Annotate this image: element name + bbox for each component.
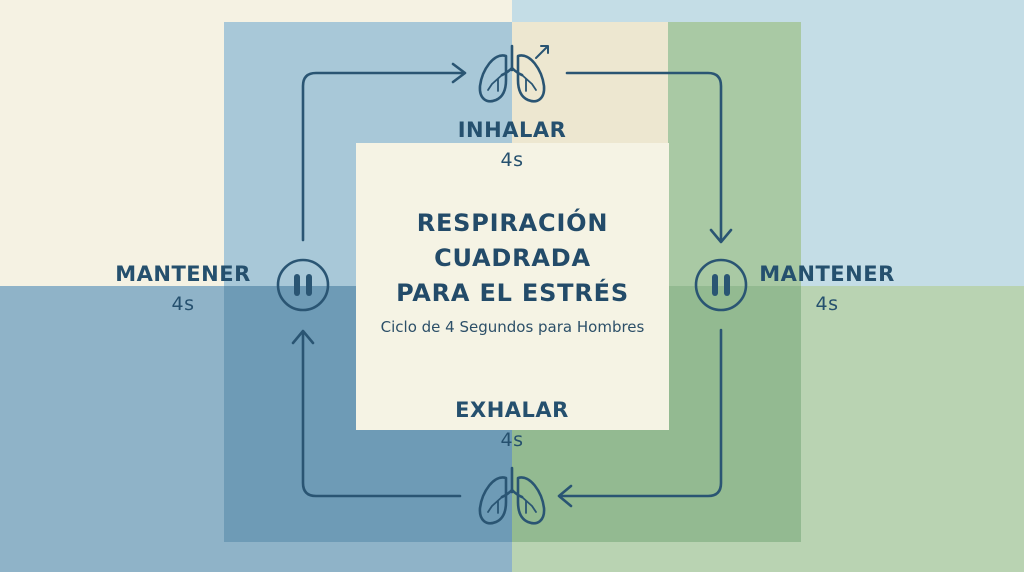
exhale-duration: 4s	[500, 429, 524, 451]
hold-right-duration: 4s	[815, 293, 839, 315]
arrow-to-hold-left	[301, 331, 462, 498]
lungs-icon-bottom	[478, 466, 546, 525]
pause-bar	[306, 274, 312, 296]
inhale-duration: 4s	[500, 149, 524, 171]
inhale-label: INHALAR	[457, 118, 567, 142]
pause-icon-right	[694, 258, 748, 312]
pause-bar	[724, 274, 730, 296]
pause-icon-left	[276, 258, 330, 312]
arrowhead-to-inhale	[451, 62, 467, 84]
title-line-3: PARA EL ESTRÉS	[396, 279, 629, 307]
hold-right-label: MANTENER	[759, 262, 895, 286]
center-card	[356, 143, 669, 430]
arrowhead-to-exhale	[557, 484, 573, 508]
arrow-to-inhale	[301, 71, 464, 242]
exhale-label: EXHALAR	[455, 398, 569, 422]
lungs-icon-top	[478, 44, 549, 103]
arrowhead-to-hold-right	[709, 228, 733, 244]
arrowhead-to-hold-left	[291, 329, 315, 345]
frame-panel-top-right	[668, 22, 801, 286]
title-line-2: CUADRADA	[434, 244, 591, 272]
hold-left-label: MANTENER	[115, 262, 251, 286]
title-line-1: RESPIRACIÓN	[416, 209, 609, 237]
hold-left-duration: 4s	[171, 293, 195, 315]
pause-bar	[712, 274, 718, 296]
pause-bar	[294, 274, 300, 296]
arrow-to-exhale	[559, 328, 723, 498]
diagram-subtitle: Ciclo de 4 Segundos para Hombres	[380, 318, 645, 336]
arrow-to-hold-right	[565, 71, 723, 242]
diagram-title: RESPIRACIÓN CUADRADA PARA EL ESTRÉS	[356, 206, 669, 311]
